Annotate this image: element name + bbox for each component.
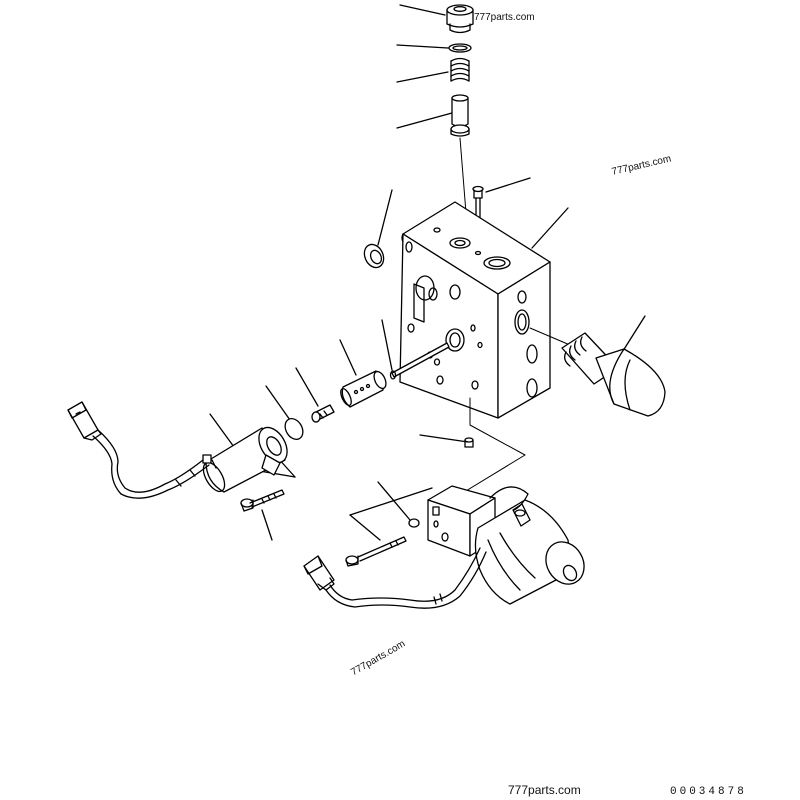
leader-line-solenoid-left — [210, 414, 234, 447]
valve-body-icon — [400, 202, 550, 418]
leader-line-plug — [400, 5, 445, 15]
drawing-number: 00034878 — [670, 786, 747, 798]
plunger-icon — [312, 405, 334, 422]
plug-icon — [447, 5, 473, 33]
leader-line-plunger — [296, 368, 318, 406]
leader-line-sleeve — [340, 340, 356, 375]
bolt-left-icon — [241, 490, 284, 511]
leader-line-bolt-long-2 — [350, 488, 432, 515]
relief-valve-parts — [447, 5, 483, 238]
leader-line-oring-top — [397, 45, 448, 48]
watermark-bottom: 777parts.com — [508, 783, 581, 797]
connector-icon — [530, 328, 665, 416]
leader-line-oring-small — [266, 386, 290, 420]
o-ring-icon — [449, 44, 471, 52]
spool-icon — [451, 95, 469, 136]
leader-line-bolt-left — [262, 510, 272, 540]
leader-line-screw-top — [486, 178, 530, 192]
leader-line-pin — [382, 320, 392, 370]
leader-line-spool — [397, 113, 452, 128]
leader-line-bolt-long — [350, 515, 380, 540]
solenoid-left-icon — [199, 423, 293, 495]
spring-icon — [451, 59, 469, 82]
o-ring-side-icon — [361, 241, 387, 270]
leader-line-oring-side — [378, 190, 392, 245]
o-ring-small-icon — [282, 415, 307, 442]
washer-icon — [409, 519, 419, 527]
electric-connector-left-icon — [68, 402, 101, 440]
electric-connector-right-icon — [304, 556, 334, 590]
leader-line-valve-body — [532, 208, 568, 248]
leader-line-spring — [397, 72, 448, 82]
watermark-top: 777parts.com — [474, 12, 535, 23]
reference-lines — [456, 398, 525, 497]
screw-mid-icon — [465, 438, 473, 447]
cable-left-icon — [93, 430, 209, 498]
bolt-long-icon — [346, 537, 406, 566]
cable-right-icon — [326, 548, 486, 608]
pin-icon — [391, 343, 450, 379]
sleeve-icon — [339, 370, 389, 407]
solenoid-right-icon — [428, 486, 592, 604]
leader-line-screw-mid — [420, 435, 468, 442]
